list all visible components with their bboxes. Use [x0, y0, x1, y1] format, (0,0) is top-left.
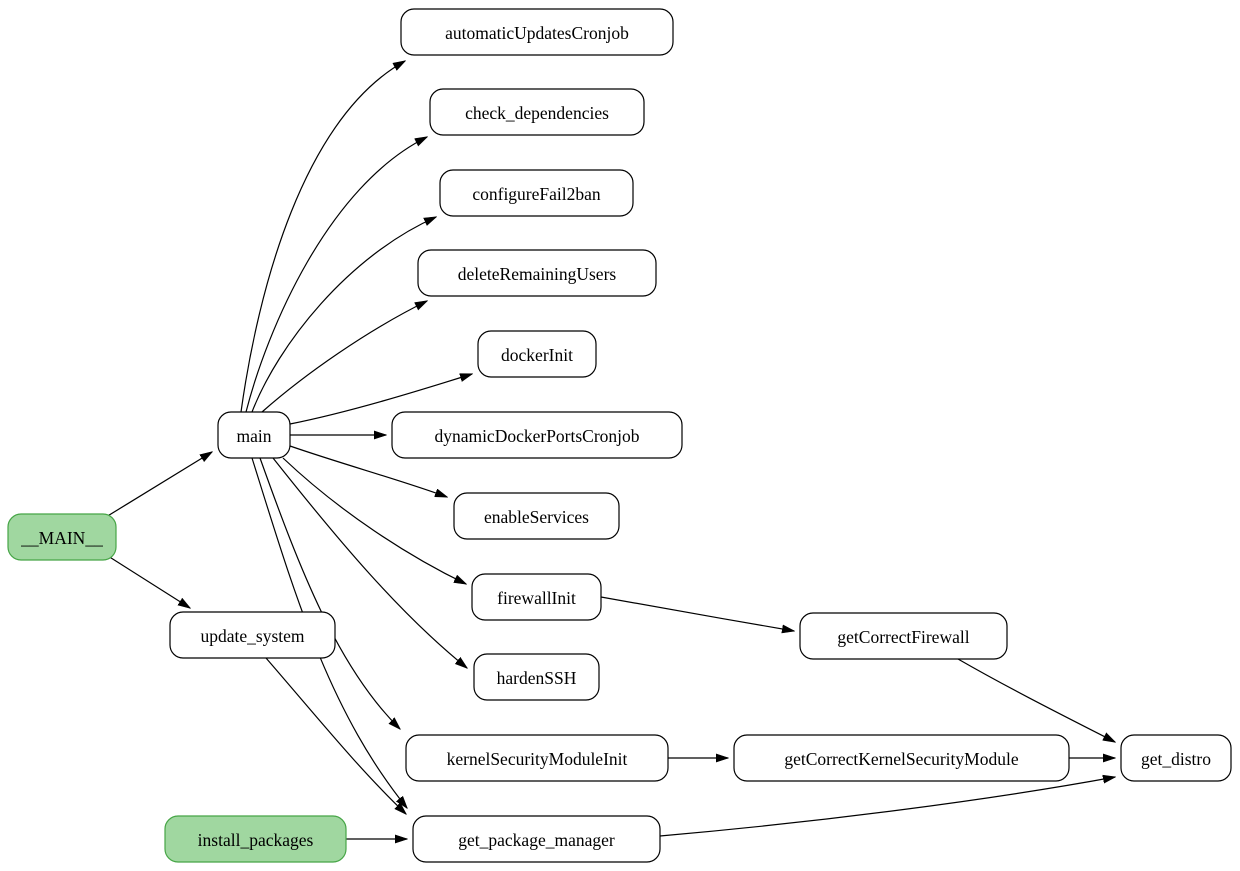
edge-main-to-hardenssh [272, 457, 467, 668]
node-dockerinit: dockerInit [477, 330, 597, 378]
node-box [217, 411, 291, 459]
node-label: main [237, 426, 272, 446]
node-kernelsecuritymoduleinit: kernelSecurityModuleInit [405, 734, 669, 782]
node-box [391, 411, 683, 459]
node-label: hardenSSH [497, 668, 577, 688]
node-automaticupdatescronjob: automaticUpdatesCronjob [400, 8, 674, 56]
node-box [405, 734, 669, 782]
node-label: firewallInit [497, 588, 576, 608]
node-box [1120, 734, 1232, 782]
node-box [400, 8, 674, 56]
node-update-system: update_system [169, 611, 336, 659]
node-check-dependencies: check_dependencies [429, 88, 645, 136]
node-label: deleteRemainingUsers [458, 264, 617, 284]
node-deleteremainingusers: deleteRemainingUsers [417, 249, 657, 297]
edge-main-to-dockerinit [289, 374, 472, 425]
node-label: __MAIN__ [20, 528, 103, 548]
node-label: enableServices [484, 507, 589, 527]
edge-firewallinit-to-getcorrectfirewall [600, 596, 794, 631]
edge-getcorrectfirewall-to-get-distro [957, 658, 1115, 742]
node-label: getCorrectKernelSecurityModule [784, 749, 1018, 769]
node-firewallinit: firewallInit [471, 573, 602, 621]
node-configurefail2ban: configureFail2ban [439, 169, 634, 217]
node-box [439, 169, 634, 217]
node-enableservices: enableServices [453, 492, 620, 540]
edge-main-to-firewallinit [282, 457, 466, 584]
node-entry-main: __MAIN__ [7, 513, 117, 561]
node-box [473, 653, 600, 701]
node-label: update_system [200, 626, 304, 646]
node-label: dockerInit [501, 345, 573, 365]
edge-main-to-enableservices [289, 445, 447, 498]
node-main: main [217, 411, 291, 459]
node-get-distro: get_distro [1120, 734, 1232, 782]
node-box [477, 330, 597, 378]
edge-get-package-manager-to-get-distro [659, 777, 1115, 837]
node-getcorrectkernelsecuritymodule: getCorrectKernelSecurityModule [733, 734, 1070, 782]
node-hardenssh: hardenSSH [473, 653, 600, 701]
node-dynamicdockerportscronjob: dynamicDockerPortsCronjob [391, 411, 683, 459]
edge-update-system-to-get-package-manager [265, 657, 406, 814]
node-label: dynamicDockerPortsCronjob [434, 426, 639, 446]
node-label: check_dependencies [465, 103, 609, 123]
edge-main-to-update-system [107, 555, 190, 608]
node-getcorrectfirewall: getCorrectFirewall [799, 612, 1008, 660]
edge-main-to-check-dependencies [245, 137, 427, 413]
node-box [453, 492, 620, 540]
edge-main-to-automaticupdatescronjob [240, 61, 405, 413]
node-label: install_packages [198, 830, 314, 850]
node-box [733, 734, 1070, 782]
node-label: get_distro [1141, 749, 1211, 769]
node-box [429, 88, 645, 136]
node-label: kernelSecurityModuleInit [447, 749, 628, 769]
node-box [7, 513, 117, 561]
edge-main-to-main [105, 452, 212, 518]
node-box [471, 573, 602, 621]
edge-main-to-deleteremainingusers [261, 301, 427, 413]
node-label: configureFail2ban [472, 184, 601, 204]
node-label: automaticUpdatesCronjob [445, 23, 629, 43]
node-label: get_package_manager [458, 830, 615, 850]
edge-main-to-configurefail2ban [251, 217, 436, 413]
node-box [412, 815, 661, 863]
node-label: getCorrectFirewall [837, 627, 969, 647]
nodes-layer: __MAIN__ main update_system install_package… [7, 8, 1232, 863]
node-box [164, 815, 347, 863]
node-box [799, 612, 1008, 660]
node-box [169, 611, 336, 659]
node-box [417, 249, 657, 297]
node-get-package-manager: get_package_manager [412, 815, 661, 863]
node-entry-install-packages: install_packages [164, 815, 347, 863]
